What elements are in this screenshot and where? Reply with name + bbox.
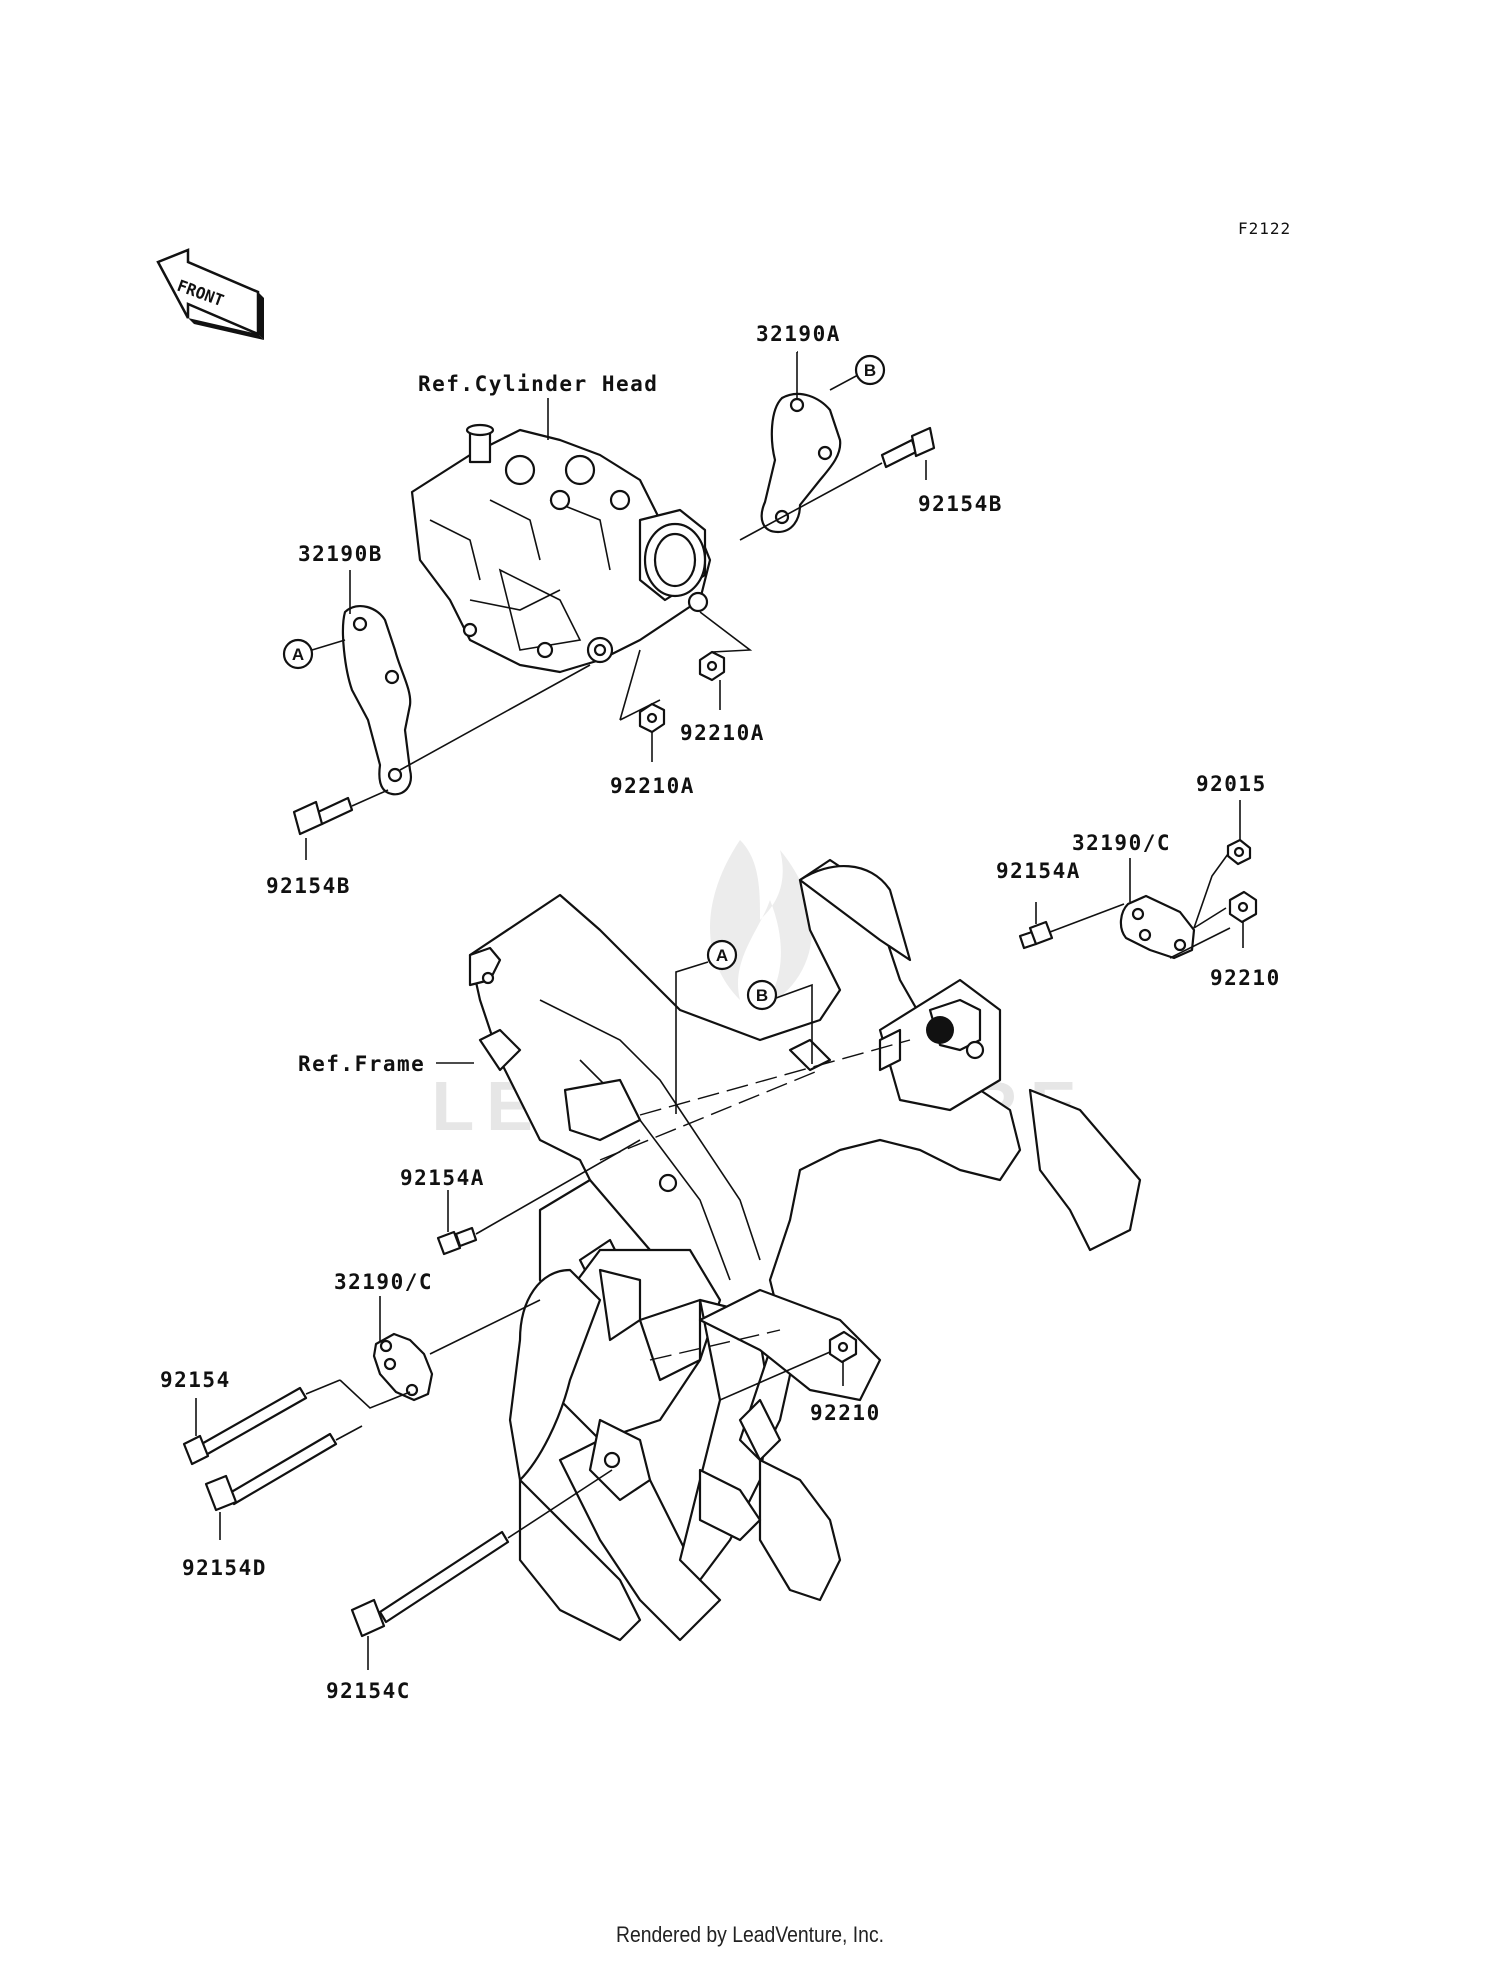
bolt-92154d: [204, 1432, 338, 1512]
callout-92154c: 92154C: [326, 1679, 411, 1703]
callout-92210-right: 92210: [1210, 966, 1281, 990]
bolt-92154a-left: [436, 1226, 478, 1256]
bolt-92154c: [350, 1530, 510, 1638]
figure-code: F2122: [1238, 219, 1291, 238]
bolt-92154a-right: [1018, 920, 1054, 950]
connector-a-upper: A: [292, 645, 304, 664]
callout-92154a-right: 92154A: [996, 859, 1081, 883]
ref-cylinder-head-label: Ref.Cylinder Head: [418, 372, 658, 396]
footer-credit: Rendered by LeadVenture, Inc.: [615, 1922, 885, 1947]
callout-92210a-right: 92210A: [680, 721, 765, 745]
frame: [468, 858, 1142, 1642]
bracket-32190c-left: [372, 1332, 434, 1402]
callout-32190a: 32190A: [756, 322, 841, 346]
callout-92210-lower: 92210: [810, 1401, 881, 1425]
nut-92210-right: [1228, 890, 1258, 924]
collar-92015: [1226, 838, 1252, 866]
callout-92210a-left: 92210A: [610, 774, 695, 798]
bolt-92154: [182, 1386, 308, 1466]
bracket-32190a: [760, 392, 842, 534]
callout-32190b: 32190B: [298, 542, 383, 566]
cylinder-head: [410, 423, 712, 674]
bracket-32190c-right: [1119, 894, 1196, 960]
nut-92210a-right: [698, 650, 726, 682]
callout-92154: 92154: [160, 1368, 231, 1392]
nut-92210-lower: [828, 1330, 858, 1364]
connector-b-frame: B: [756, 986, 768, 1005]
bracket-32190b: [341, 604, 412, 796]
callout-32190c-left: 32190/C: [334, 1270, 433, 1294]
callout-92154b-upper: 92154B: [918, 492, 1003, 516]
callout-32190c-right: 32190/C: [1072, 831, 1171, 855]
connector-a-frame: A: [716, 946, 728, 965]
bolt-92154b-lower: [292, 796, 354, 836]
connector-b-upper: B: [864, 361, 876, 380]
callout-92154d: 92154D: [182, 1556, 267, 1580]
nut-92210a-left: [638, 702, 666, 734]
front-arrow-icon: FRONT: [156, 248, 264, 340]
callout-92154a-left: 92154A: [400, 1166, 485, 1190]
bolt-92154b-upper: [880, 426, 936, 469]
callout-92154b-lower: 92154B: [266, 874, 351, 898]
callout-92015: 92015: [1196, 772, 1267, 796]
ref-frame-label: Ref.Frame: [298, 1052, 425, 1076]
